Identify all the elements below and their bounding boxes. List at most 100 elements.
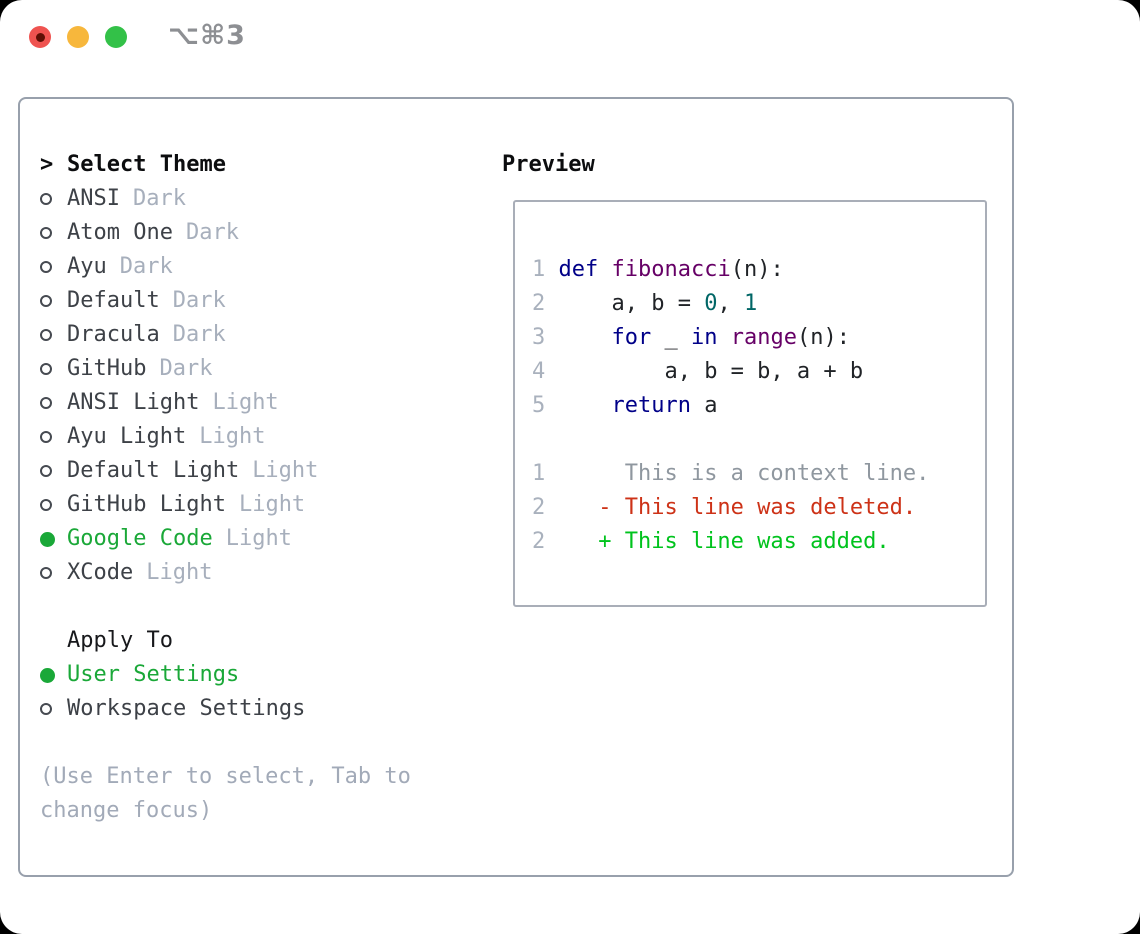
line-number: 2 xyxy=(532,495,546,520)
code-token: a xyxy=(690,393,718,418)
code-token xyxy=(559,325,612,350)
code-line: 3 for _ in range(n): xyxy=(532,321,985,355)
theme-name: GitHub Light xyxy=(67,492,226,517)
line-number: 4 xyxy=(532,359,559,384)
code-token: 0 xyxy=(704,291,718,316)
theme-variant-label: Dark xyxy=(132,186,186,211)
code-token: _ xyxy=(651,325,691,350)
line-number: 1 xyxy=(532,461,546,486)
code-token: fibonacci xyxy=(611,257,731,282)
radio-icon xyxy=(40,465,67,477)
minimize-button[interactable] xyxy=(67,26,89,48)
theme-variant-label: Dark xyxy=(159,356,213,381)
theme-variant-label: Dark xyxy=(172,322,226,347)
window-title: ⌥⌘3 xyxy=(168,20,246,51)
blank-line xyxy=(532,423,985,457)
code-token xyxy=(559,393,612,418)
close-dot-icon xyxy=(35,32,45,42)
radio-icon xyxy=(40,295,67,307)
line-number: 2 xyxy=(532,291,559,316)
diff-text: + This line was added. xyxy=(545,529,890,554)
theme-name: Ayu Light xyxy=(67,424,187,449)
code-line: 1 def fibonacci(n): xyxy=(532,253,985,287)
theme-name: Google Code xyxy=(67,526,213,551)
theme-name: Dracula xyxy=(67,322,160,347)
select-theme-heading-row: > Select Theme xyxy=(40,148,500,182)
radio-icon xyxy=(40,329,67,341)
theme-variant-label: Light xyxy=(199,424,266,449)
theme-variant-label: Dark xyxy=(185,220,239,245)
radio-icon xyxy=(40,703,67,715)
theme-name: ANSI Light xyxy=(67,390,200,415)
code-token: in xyxy=(690,325,718,350)
code-token xyxy=(717,325,730,350)
theme-variant-label: Light xyxy=(146,560,213,585)
theme-variant-label: Light xyxy=(225,526,292,551)
radio-icon xyxy=(40,261,67,273)
theme-option[interactable]: ANSI Dark xyxy=(40,182,500,216)
line-number: 3 xyxy=(532,325,559,350)
line-number: 1 xyxy=(532,257,559,282)
theme-option[interactable]: XCode Light xyxy=(40,556,500,590)
radio-icon xyxy=(40,363,67,375)
theme-variant-label: Light xyxy=(252,458,319,483)
line-number: 5 xyxy=(532,393,559,418)
radio-icon xyxy=(40,193,67,205)
selected-radio-icon xyxy=(40,667,67,683)
radio-icon xyxy=(40,567,67,579)
apply-to-heading-row: Apply To xyxy=(40,624,500,658)
theme-variant-label: Dark xyxy=(172,288,226,313)
diff-text: - This line was deleted. xyxy=(545,495,917,520)
select-theme-label: Select Theme xyxy=(67,152,226,177)
theme-option[interactable]: Default Light Light xyxy=(40,454,500,488)
hint-text: (Use Enter to select, Tab to change focu… xyxy=(40,764,411,823)
theme-option[interactable]: Google Code Light xyxy=(40,522,500,556)
apply-option[interactable]: Workspace Settings xyxy=(40,692,500,726)
theme-name: Ayu xyxy=(67,254,107,279)
zoom-button[interactable] xyxy=(105,26,127,48)
diff-line-deleted: 2 - This line was deleted. xyxy=(532,491,985,525)
theme-option[interactable]: Atom One Dark xyxy=(40,216,500,250)
code-line: 5 return a xyxy=(532,389,985,423)
code-token: def xyxy=(558,257,599,282)
apply-option-label: Workspace Settings xyxy=(67,696,306,721)
theme-option[interactable]: GitHub Dark xyxy=(40,352,500,386)
theme-option[interactable]: Default Dark xyxy=(40,284,500,318)
theme-option[interactable]: GitHub Light Light xyxy=(40,488,500,522)
theme-name: Default Light xyxy=(67,458,240,483)
theme-option[interactable]: Dracula Dark xyxy=(40,318,500,352)
preview-heading: Preview xyxy=(502,152,595,177)
close-button[interactable] xyxy=(29,26,51,48)
theme-name: Default xyxy=(67,288,160,313)
theme-variant-label: Light xyxy=(238,492,306,517)
radio-icon xyxy=(40,227,67,239)
code-token: (n): xyxy=(796,325,850,350)
theme-name: Atom One xyxy=(67,220,173,245)
theme-option[interactable]: Ayu Light Light xyxy=(40,420,500,454)
line-number: 2 xyxy=(532,529,546,554)
apply-to-label: Apply To xyxy=(67,628,173,653)
theme-name: XCode xyxy=(67,560,134,585)
radio-icon xyxy=(40,397,67,409)
code-token: range xyxy=(730,325,797,350)
code-line: 2 a, b = 0, 1 xyxy=(532,287,985,321)
theme-name: GitHub xyxy=(67,356,147,381)
code-token: , xyxy=(717,291,744,316)
theme-name: ANSI xyxy=(67,186,120,211)
apply-option-label: User Settings xyxy=(67,662,240,687)
code-token xyxy=(598,257,611,282)
selected-radio-icon xyxy=(40,531,67,547)
apply-option[interactable]: User Settings xyxy=(40,658,500,692)
radio-icon xyxy=(40,499,67,511)
code-token: 1 xyxy=(743,291,758,316)
code-token: for xyxy=(611,325,652,350)
diff-text: This is a context line. xyxy=(545,461,930,486)
